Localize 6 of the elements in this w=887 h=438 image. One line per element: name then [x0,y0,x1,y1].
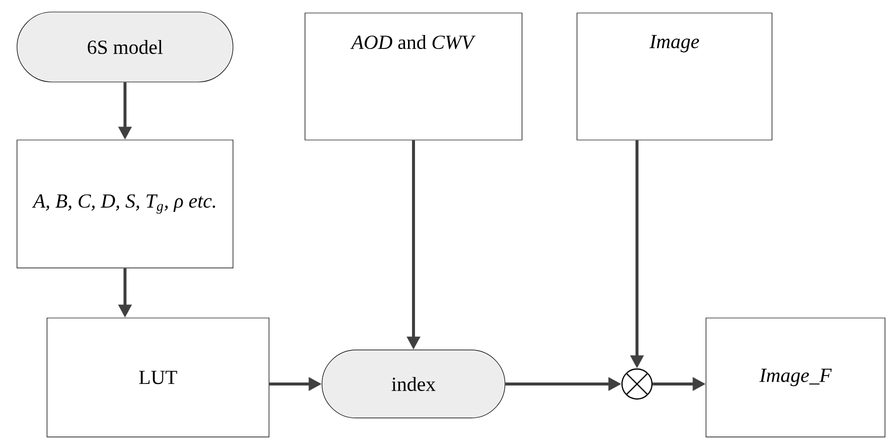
process-box: Image [576,12,772,140]
process-box: Image_F [706,318,886,438]
process-box: A, B, C, D, S, T$_{g}$, ρ etc. [16,140,234,268]
multiplier-symbol [621,368,653,400]
process-box: LUT [46,318,270,438]
process-box: AOD and CWV [304,12,522,140]
